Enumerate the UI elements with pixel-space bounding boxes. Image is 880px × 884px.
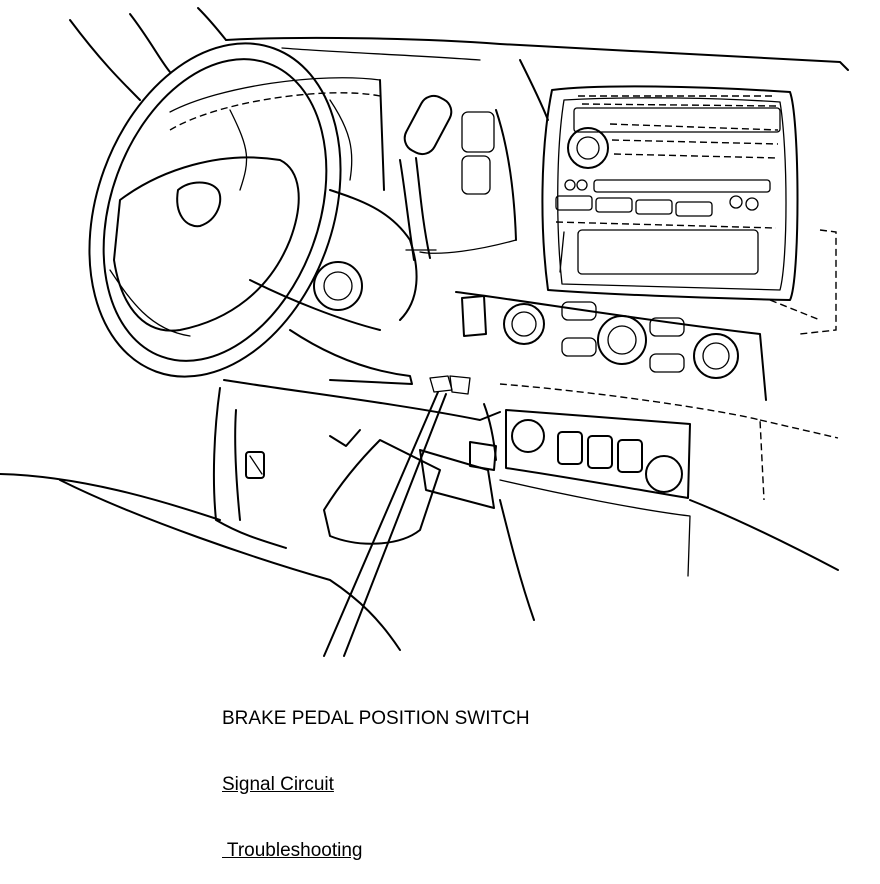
signal-circuit-link[interactable]: Signal Circuit — [222, 774, 334, 795]
gear-lever — [400, 91, 456, 260]
audio-unit — [556, 96, 780, 274]
climate-controls — [456, 292, 766, 400]
steering-column — [250, 190, 417, 384]
right-edge — [690, 500, 838, 570]
lower-panel — [500, 230, 838, 576]
leader-line — [324, 392, 446, 656]
troubleshooting-link[interactable]: Troubleshooting — [222, 840, 363, 861]
instrument-cluster — [170, 78, 516, 253]
under-dash — [224, 376, 534, 620]
dashboard-top — [226, 38, 848, 120]
callout-label: BRAKE PEDAL POSITION SWITCH Signal Circu… — [222, 664, 530, 884]
center-stack — [542, 86, 797, 300]
kick-panel — [0, 388, 400, 650]
a-pillar — [70, 8, 226, 100]
dashboard-illustration — [0, 0, 880, 740]
part-name: BRAKE PEDAL POSITION SWITCH — [222, 708, 530, 729]
steering-wheel — [45, 8, 384, 412]
